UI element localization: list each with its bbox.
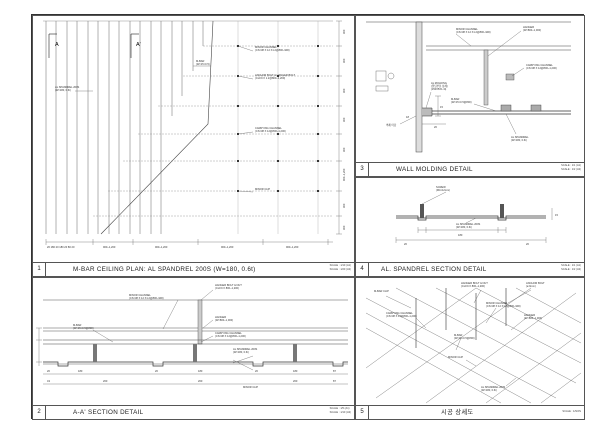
label-minor-channel: MINOR CHANNEL(CS=38 X 12 X1.2@800~900) (456, 27, 491, 34)
label-anchor-hanger: ANCHOR BOLT & HANGER BOLT(CH=9 X 1.2@800… (255, 73, 295, 80)
bottom-dim: 900~1,200 (221, 245, 234, 249)
label-m-bar: M-BAR(W=15 t0.5) (196, 59, 210, 66)
label-al-spandrel: AL SPANDREL(W=180, 0.6t) (511, 135, 529, 142)
dim-left: 20 (404, 242, 407, 246)
label-hanger-bolt: HANGER BOLT & NUT(CH=9 X 800~1,200) (215, 283, 242, 290)
wall-molding-drawing: 20 15 18 MINOR CHANNEL(CS=38 X 12 X1.2@8… (366, 21, 571, 153)
right-dim: 300 (342, 147, 346, 152)
label-anchor-bolt: ANCHOR BOLT(ø 9mm) (526, 281, 545, 288)
label-carrying-channel: CARRYING CHANNEL(CS=38 X 12@800~1,200) (526, 63, 557, 70)
dim: 200 (293, 379, 298, 383)
label-al-molding: AL MOLDING(몰딩부분 상세)(150X5X1.4t) (431, 81, 448, 91)
label-al-spandrel: AL SPANDREL 200S(W=180, 0.6t) (55, 85, 80, 92)
panel-2-titlebar: 2 A-A' SECTION DETAIL SCALE : 1/5 (A1)SC… (33, 405, 354, 419)
bottom-dim: 900~1,200 (286, 245, 299, 249)
right-dim: 300 (342, 88, 346, 93)
dim-right: 20 (526, 242, 529, 246)
panel-wall-molding: 20 15 18 MINOR CHANNEL(CS=38 X 12 X1.2@8… (355, 15, 585, 177)
panel-number: 4 (356, 263, 369, 276)
section-mark-a-prime: A' (136, 42, 141, 48)
dim: 180 (78, 369, 83, 373)
label-carrying-channel: CARRYING CHANNEL(CS=38 X 12@800~1,200) (215, 331, 246, 338)
dim-top: 180 (458, 233, 463, 237)
label-wall-finish: 벽체 마감 (386, 123, 397, 127)
panel-scale: SCALE : 1/10 (A1)SCALE : 1/20 (A3) (329, 264, 351, 271)
label-carrying-channel: CARRYING CHANNEL(CS=38 X 12@800~1,200) (386, 311, 417, 318)
dim: 200 (198, 379, 203, 383)
panel-spandrel-section: SCREW(M4×12mm) AL SPANDREL 200S(W=180, 0… (355, 177, 585, 277)
dim: 180 (198, 369, 203, 373)
label-al-spandrel: AL SPANDREL 200S(W=180, 0.6t) (456, 222, 481, 229)
isometric-drawing: M-BAR CLIP HANGER BOLT & NUT(CH=9 X 800~… (365, 281, 582, 404)
label-minor-clip: MINOR CLIP (243, 385, 258, 389)
panel-isometric: M-BAR CLIP HANGER BOLT & NUT(CH=9 X 800~… (355, 277, 585, 420)
right-dim: 300 (342, 29, 346, 34)
label-minor-channel: MINOR CHANNEL(CS=38 X 12 X1.2@800~900) (255, 45, 290, 52)
bottom-dim: 900~1,200 (155, 245, 168, 249)
dim: 200 (103, 379, 108, 383)
label-hanger: HANGER(W=800~1,000) (524, 313, 542, 320)
panel-scale: SCALE : 1/NON (562, 410, 581, 413)
panel-1-titlebar: 1 M-BAR CEILING PLAN: AL SPANDREL 200S (… (33, 262, 354, 276)
label-m-bar: M-BAR(W=15 t0.5@800) (451, 97, 472, 104)
panel-3-titlebar: 3 WALL MOLDING DETAIL SCALE : 1/1 (A1)SC… (356, 162, 584, 176)
ceiling-plan-drawing: A A' AL SPANDREL 200S(W=180, 0.6t) M-BAR… (43, 20, 346, 249)
drawing-sheet: A A' AL SPANDREL 200S(W=180, 0.6t) M-BAR… (31, 14, 585, 420)
label-minor-channel: MINOR CHANNEL(CS=38 X 12 X1.2@800~900) (129, 293, 164, 300)
dim: 43 (47, 379, 50, 383)
bottom-dim: 900~1,200 (103, 245, 116, 249)
label-carrying-channel: CARRYING CHANNEL(CS=38 X 12@800~1,200) (255, 126, 286, 133)
right-dim: 300 (342, 203, 346, 208)
panel-title: A-A' SECTION DETAIL (73, 409, 144, 416)
dim-b: 15 (440, 105, 443, 109)
label-hanger: HANGER(W=800~1,000) (215, 315, 233, 322)
label-minor-clip: MINOR CLIP (448, 355, 463, 359)
panel-title: M-BAR CEILING PLAN: AL SPANDREL 200S (W=… (73, 266, 256, 273)
label-al-spandrel: AL SPANDREL 200S(W=180, 0.6t) (481, 385, 506, 392)
dim-c: 18 (406, 115, 409, 119)
right-dim: 300 (342, 225, 346, 230)
dim: 180 (293, 369, 298, 373)
panel-number: 2 (33, 406, 46, 419)
panel-aa-section: 20 180 20 180 20 180 87 43 200 200 200 8… (32, 277, 355, 420)
dim: 87 (333, 369, 336, 373)
panel-ceiling-plan: A A' AL SPANDREL 200S(W=180, 0.6t) M-BAR… (32, 15, 355, 277)
panel-title: 시공 상세도 (441, 409, 474, 416)
label-minor-clip: MINOR CLIP (255, 187, 270, 191)
section-mark-a: A (55, 42, 59, 48)
label-hanger-bolt: HANGER BOLT & NUT(CH=9 X 800~1,200) (461, 281, 488, 288)
panel-title: AL. SPANDREL SECTION DETAIL (381, 266, 487, 273)
panel-scale: SCALE : 1/1 (A1)SCALE : 1/2 (A3) (561, 164, 581, 171)
spandrel-section-drawing: SCREW(M4×12mm) AL SPANDREL 200S(W=180, 0… (395, 185, 558, 246)
panel-scale: SCALE : 1/1 (A1)SCALE : 1/2 (A3) (561, 264, 581, 271)
panel-title: WALL MOLDING DETAIL (396, 166, 473, 173)
panel-5-titlebar: 5 시공 상세도 SCALE : 1/NON (356, 405, 584, 419)
bottom-dim: 20 180 20 180 20 80 20 (47, 245, 75, 249)
panel-scale: SCALE : 1/5 (A1)SCALE : 1/10 (A3) (329, 407, 351, 414)
label-minor-channel: MINOR CHANNEL(CS=38 X 12 X1.2@800~900) (486, 301, 521, 308)
panel-4-titlebar: 4 AL. SPANDREL SECTION DETAIL SCALE : 1/… (356, 262, 584, 276)
panel-number: 1 (33, 263, 46, 276)
label-m-bar: M-BAR(W=15 t0.5@800) (73, 323, 94, 330)
panel-number: 5 (356, 406, 369, 419)
dim-side: 15 (555, 213, 558, 217)
dim: 87 (333, 379, 336, 383)
panel-number: 3 (356, 163, 369, 176)
right-dim: 900~1,200 (342, 168, 346, 181)
right-dim: 300 (342, 58, 346, 63)
label-hanger: HANGER(W=800~1,000) (523, 25, 541, 32)
label-m-bar-clip: M-BAR CLIP (374, 289, 389, 293)
label-al-spandrel: AL SPANDREL 200S(W=180, 0.6t) (233, 347, 258, 354)
aa-section-drawing: 20 180 20 180 20 180 87 43 200 200 200 8… (36, 283, 348, 389)
dim: 20 (47, 369, 50, 373)
label-screw: SCREW(M4×12mm) (436, 185, 450, 192)
right-dim: 300 (342, 117, 346, 122)
label-m-bar: M-BAR(W=15 t0.5@800) (454, 333, 475, 340)
dim: 20 (255, 369, 258, 373)
dim-a: 20 (434, 125, 437, 129)
dim: 20 (155, 369, 158, 373)
